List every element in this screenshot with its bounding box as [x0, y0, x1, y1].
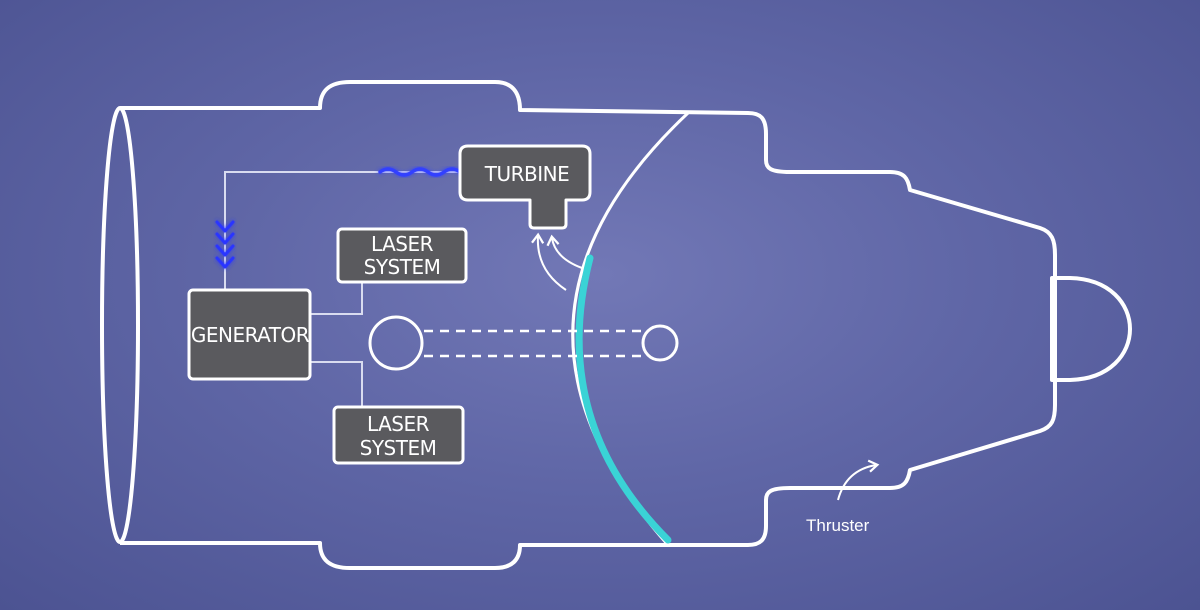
- turbine-label: TURBINE: [484, 162, 569, 186]
- laser-top-line1: LASER: [371, 232, 434, 256]
- connector-top-laser: [310, 278, 363, 315]
- generator-label: GENERATOR: [191, 323, 310, 347]
- laser-bottom-line2: SYSTEM: [360, 436, 437, 460]
- laser-beam-dashed: [424, 329, 642, 358]
- engine-housing-outline: [120, 80, 1057, 570]
- intake-ring: [100, 106, 140, 544]
- laser-system-top-box: LASER SYSTEM: [336, 227, 468, 284]
- thruster-nozzle: [1050, 276, 1132, 382]
- laser-mirror: [575, 254, 672, 544]
- turbine-box: TURBINE: [458, 144, 592, 230]
- pellet-right: [641, 324, 679, 362]
- connector-bottom-laser: [310, 361, 363, 408]
- thruster-label: Thruster: [806, 516, 870, 535]
- generator-box: GENERATOR: [187, 288, 312, 381]
- laser-system-bottom-box: LASER SYSTEM: [332, 405, 465, 465]
- laser-bottom-line1: LASER: [367, 412, 430, 436]
- laser-top-line2: SYSTEM: [364, 255, 441, 279]
- pellet-left: [368, 315, 424, 371]
- energy-chevrons-icon: [215, 220, 235, 269]
- thruster-callout-arrow: [837, 459, 880, 501]
- exhaust-arrows-icon: [531, 232, 583, 291]
